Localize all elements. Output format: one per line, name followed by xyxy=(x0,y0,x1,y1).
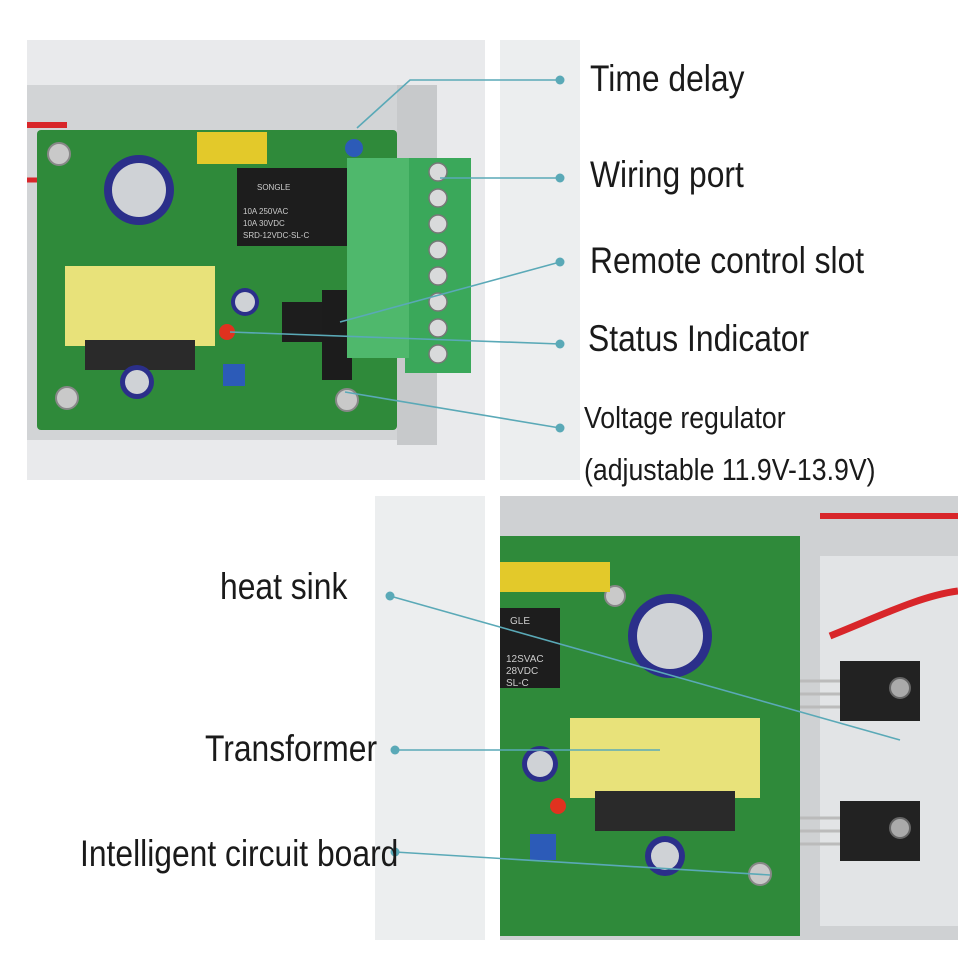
relay-bottom-label-4: SL-C xyxy=(506,678,529,689)
relay-label-3: 10A 30VDC xyxy=(243,219,285,228)
label-intelligent-circuit-board: Intelligent circuit board xyxy=(80,833,399,874)
terminal-screw xyxy=(428,266,448,286)
top-right-backdrop xyxy=(500,40,580,480)
voltage-trimmer xyxy=(223,364,245,386)
label-voltage-regulator-range: (adjustable 11.9V-13.9V) xyxy=(584,452,876,487)
transformer xyxy=(65,266,215,346)
terminal-screw xyxy=(428,214,448,234)
relay-bottom-label-1: GLE xyxy=(510,616,530,627)
top-photo: SONGLE 10A 250VAC 10A 30VDC SRD-12VDC-SL… xyxy=(27,40,485,480)
terminal-screw xyxy=(428,344,448,364)
bottom-photo: GLE 12SVAC 28VDC SL-C xyxy=(500,496,958,940)
label-transformer: Transformer xyxy=(205,728,378,769)
label-time-delay: Time delay xyxy=(590,58,745,99)
label-wiring-port: Wiring port xyxy=(590,154,744,195)
label-status-indicator: Status Indicator xyxy=(588,318,810,359)
relay-bottom-label-3: 28VDC xyxy=(506,666,538,677)
bottom-photo-illustration: GLE 12SVAC 28VDC SL-C xyxy=(500,496,958,940)
terminal-screw xyxy=(428,162,448,182)
relay-label-1: SONGLE xyxy=(257,183,290,192)
relay-label-2: 10A 250VAC xyxy=(243,207,288,216)
terminal-screw xyxy=(428,188,448,208)
relay-bottom-label-2: 12SVAC xyxy=(506,654,544,665)
label-remote-control-slot: Remote control slot xyxy=(590,240,865,281)
label-heat-sink: heat sink xyxy=(220,566,348,607)
relay-label-4: SRD-12VDC-SL-C xyxy=(243,231,309,240)
label-voltage-regulator: Voltage regulator xyxy=(584,400,786,435)
terminal-screw xyxy=(428,240,448,260)
terminal-screws xyxy=(428,162,448,364)
terminal-screw xyxy=(428,318,448,338)
relay xyxy=(237,168,347,246)
terminal-screw xyxy=(428,292,448,312)
